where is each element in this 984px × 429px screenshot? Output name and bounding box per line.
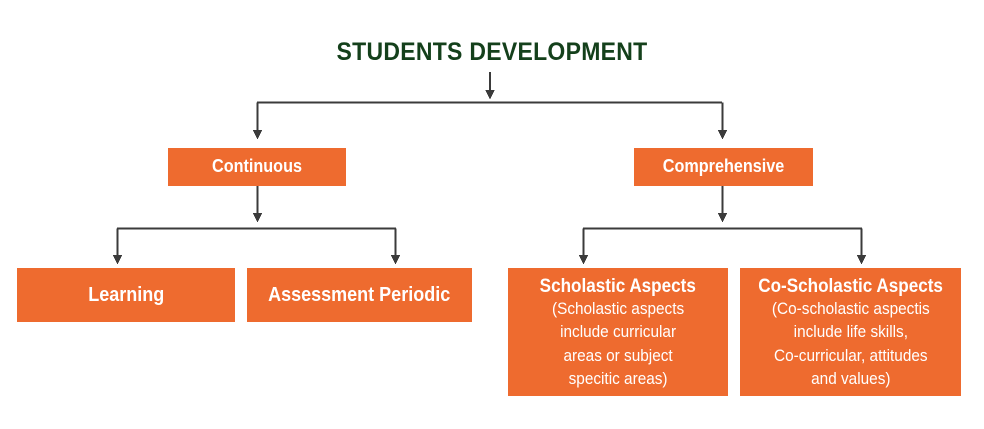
node-scholastic-line-1: (Scholastic aspects (551, 299, 685, 318)
arrowhead-root (485, 90, 495, 100)
node-scholastic-line-2: include curricular (560, 323, 676, 342)
node-scholastic-aspects[interactable]: Scholastic Aspects (Scholastic aspects i… (508, 268, 728, 396)
arrowhead-scholastic (578, 255, 589, 265)
node-scholastic-line-4: specitic areas) (568, 370, 668, 389)
node-comprehensive-label: Comprehensive (662, 156, 785, 177)
arrowhead-comprehensive-stem (717, 213, 728, 223)
node-co-scholastic-line-4: and values) (810, 370, 891, 389)
node-co-scholastic-line-3: Co-curricular, attitudes (773, 346, 928, 365)
node-learning-label: Learning (87, 284, 164, 306)
node-scholastic-line-3: areas or subject (563, 346, 673, 365)
node-continuous[interactable]: Continuous (168, 148, 346, 186)
node-assessment-label: Assessment Periodic (268, 284, 451, 306)
arrowhead-continuous (252, 130, 263, 140)
node-co-scholastic-line-2: include life skills, (793, 323, 908, 342)
arrowhead-continuous-stem (252, 213, 263, 223)
node-co-scholastic-label: Co-Scholastic Aspects (758, 276, 943, 297)
page-title: STUDENTS DEVELOPMENT (336, 38, 648, 66)
node-scholastic-description: (Scholastic aspects include curricular a… (546, 298, 689, 392)
arrowhead-coscholastic (856, 255, 867, 265)
arrowhead-assessment (390, 255, 401, 265)
node-co-scholastic-aspects[interactable]: Co-Scholastic Aspects (Co-scholastic asp… (740, 268, 961, 396)
node-assessment[interactable]: Assessment Periodic (247, 268, 472, 322)
node-learning[interactable]: Learning (17, 268, 235, 322)
arrowhead-learning (112, 255, 123, 265)
node-scholastic-label: Scholastic Aspects (539, 276, 697, 297)
node-co-scholastic-line-1: (Co-scholastic aspectis (771, 299, 930, 318)
node-co-scholastic-description: (Co-scholastic aspectis include life ski… (766, 298, 935, 392)
arrowhead-comprehensive (717, 130, 728, 140)
node-continuous-label: Continuous (211, 156, 302, 177)
node-comprehensive[interactable]: Comprehensive (634, 148, 813, 186)
